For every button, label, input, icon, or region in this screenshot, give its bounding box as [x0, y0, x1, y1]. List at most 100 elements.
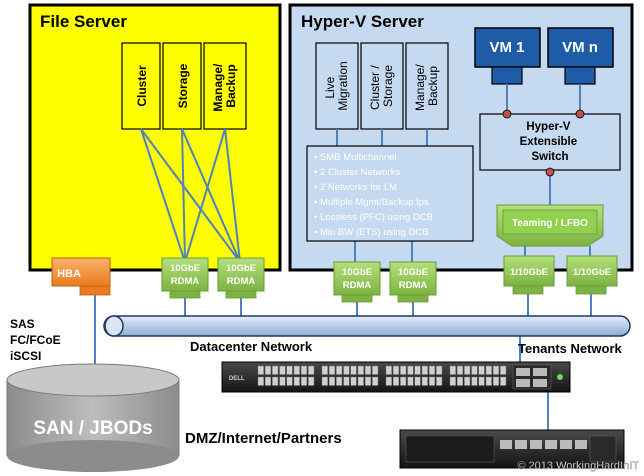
protocol-fc-fcoe: FC/FCoE: [10, 333, 61, 347]
switch-port: [449, 376, 456, 386]
switch-port: [257, 376, 264, 386]
switch-port: [343, 376, 350, 386]
switch-port: [257, 365, 264, 375]
dmz-label: DMZ/Internet/Partners: [185, 430, 342, 447]
nic-label-line1: 10GbE: [398, 267, 428, 278]
teaming-label: Teaming / LFBO: [512, 218, 588, 229]
switch-port: [329, 376, 336, 386]
hba-label: HBA: [57, 268, 81, 280]
switch-label: Hyper-V Extensible Switch: [520, 121, 581, 163]
file-server-nic-1: 10GbE RDMA: [161, 257, 209, 299]
switch-port: [393, 365, 400, 375]
vm-label: VM 1: [489, 39, 524, 56]
hyperv-role-cluster-storage: Cluster / Storage: [360, 42, 404, 130]
role-label-line1: Manage/: [413, 64, 427, 111]
switch-port: [500, 376, 507, 386]
switch-brand-logo: DELL: [229, 376, 245, 382]
nic-label-line2: RDMA: [227, 276, 256, 287]
role-label: Storage: [176, 63, 190, 108]
hyperv-features-box: • SMB Multichannel • 2 Cluster Networks …: [306, 145, 474, 242]
switch-label-line1: Hyper-V: [526, 121, 570, 133]
switch-port: [365, 365, 372, 375]
hba-card: HBA: [51, 257, 111, 296]
role-label-line1: Manage/: [211, 63, 225, 112]
switch-port: [265, 376, 272, 386]
switch-port: [329, 365, 336, 375]
nic-label-line1: 10GbE: [342, 267, 372, 278]
switch-port: [457, 376, 464, 386]
switch-port: [493, 376, 500, 386]
switch-port: [478, 376, 485, 386]
nic-label-line2: RDMA: [343, 280, 372, 291]
switch-port-dots: [502, 109, 585, 177]
role-label-line2: Migration: [336, 61, 350, 110]
switch-port: [308, 376, 315, 386]
switch-port: [421, 365, 428, 375]
switch-port: [400, 365, 407, 375]
switch-port: [365, 376, 372, 386]
switch-port: [414, 376, 421, 386]
role-label: Cluster / Storage: [368, 62, 395, 110]
switch-port: [429, 365, 436, 375]
switch-port: [457, 365, 464, 375]
file-server-title: File Server: [40, 12, 127, 31]
switch-port: [385, 376, 392, 386]
role-label-line1: Cluster /: [368, 65, 382, 110]
switch-port: [321, 365, 328, 375]
switch-port: [471, 365, 478, 375]
switch-port: [414, 365, 421, 375]
firewall-device: [399, 429, 625, 469]
protocol-iscsi: iSCSI: [10, 349, 41, 363]
vm-box-n: VM n: [547, 27, 614, 85]
switch-port: [385, 365, 392, 375]
nic-label-line2: RDMA: [399, 280, 428, 291]
storage-protocols: SAS FC/FCoE iSCSI: [10, 317, 61, 363]
switch-port: [286, 376, 293, 386]
switch-port: [293, 376, 300, 386]
hyperv-rdma-nic-2: 10GbE RDMA: [389, 261, 437, 303]
feature-item: • Multiple Mgmt/Backup Ips: [314, 197, 429, 208]
role-label-line2: Backup: [224, 64, 238, 107]
switch-port: [336, 365, 343, 375]
switch-port: [429, 376, 436, 386]
tenant-nic-2: 1/10GbE: [566, 255, 618, 295]
switch-port: [272, 376, 279, 386]
switch-port: [301, 365, 308, 375]
role-label: Manage/ Backup: [413, 61, 440, 111]
switch-port: [265, 365, 272, 375]
switch-port: [464, 365, 471, 375]
switch-port: [478, 365, 485, 375]
role-label: Manage/ Backup: [211, 60, 238, 111]
datacenter-network-label: Datacenter Network: [190, 339, 313, 354]
file-server-role-storage: Storage: [162, 42, 202, 130]
vm-label: VM n: [562, 39, 598, 56]
hyperv-rdma-nic-1: 10GbE RDMA: [333, 261, 381, 303]
hyperv-role-links: [336, 129, 428, 262]
switch-port: [400, 376, 407, 386]
protocol-sas: SAS: [10, 317, 35, 331]
switch-port: [343, 365, 350, 375]
datacenter-switch-device: DELL: [221, 361, 571, 393]
switch-port: [293, 365, 300, 375]
datacenter-network-bus: [103, 315, 631, 337]
switch-port: [279, 376, 286, 386]
file-server-role-manage-backup: Manage/ Backup: [203, 42, 247, 130]
hyperv-extensible-switch: Hyper-V Extensible Switch: [479, 113, 621, 171]
switch-port: [407, 376, 414, 386]
switch-port: [272, 365, 279, 375]
role-label-line2: Storage: [381, 65, 395, 107]
tenants-network-label: Tenants Network: [518, 341, 623, 356]
role-label: Cluster: [135, 65, 149, 107]
nic-label: 1/10GbE: [510, 267, 548, 278]
switch-port: [372, 365, 379, 375]
switch-port: [500, 365, 507, 375]
switch-port: [286, 365, 293, 375]
san-label: SAN / JBODs: [33, 418, 152, 439]
copyright-notice: © 2013 WorkingHardInIT: [517, 460, 639, 472]
switch-port: [407, 365, 414, 375]
role-label-line2: Backup: [426, 66, 440, 106]
nic-label: 1/10GbE: [573, 267, 611, 278]
file-server-role-cluster: Cluster: [121, 42, 161, 130]
hyperv-role-live-migration: Live Migration: [315, 42, 359, 130]
